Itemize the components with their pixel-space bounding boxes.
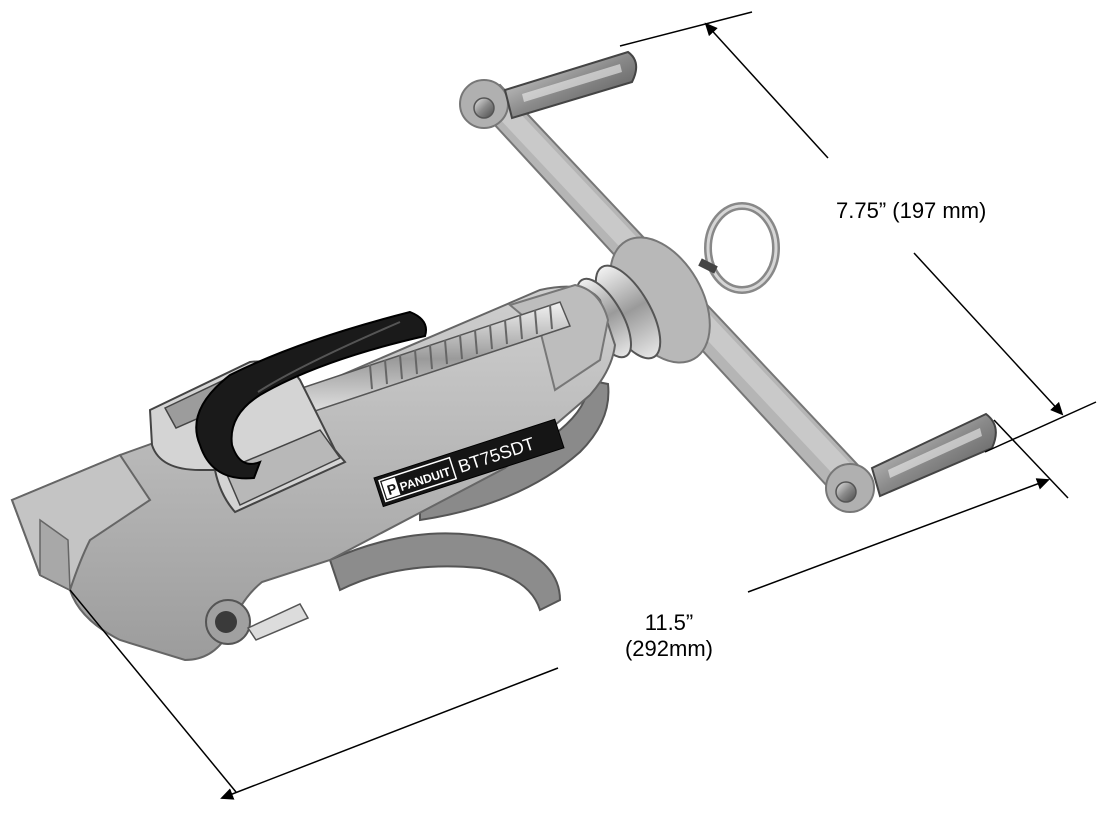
length-arrow-left (220, 667, 559, 800)
dimension-lines (69, 11, 1097, 800)
length-arrow-right (747, 478, 1050, 593)
handle-grip-top (503, 50, 638, 120)
product-label: P PANDUIT BT75SDT (373, 418, 565, 508)
overall-length-metric: (292mm) (624, 636, 713, 661)
extension-line-bottom (984, 401, 1097, 453)
handle-hub (576, 236, 711, 364)
handle-width-dimension: 7.75” (197 mm) (836, 198, 987, 223)
handle-grip-bottom (870, 412, 997, 498)
extension-line-top (619, 11, 753, 47)
pull-ring (698, 202, 780, 294)
width-arrow-upper (704, 22, 829, 159)
extension-line-left (69, 589, 237, 793)
overall-length-imperial: 11.5” (644, 610, 694, 635)
width-arrow-lower (913, 252, 1064, 416)
cutter-lever (195, 310, 427, 480)
overall-length-dimension: 11.5” (292mm) (608, 610, 730, 662)
extension-line-right (993, 419, 1069, 499)
